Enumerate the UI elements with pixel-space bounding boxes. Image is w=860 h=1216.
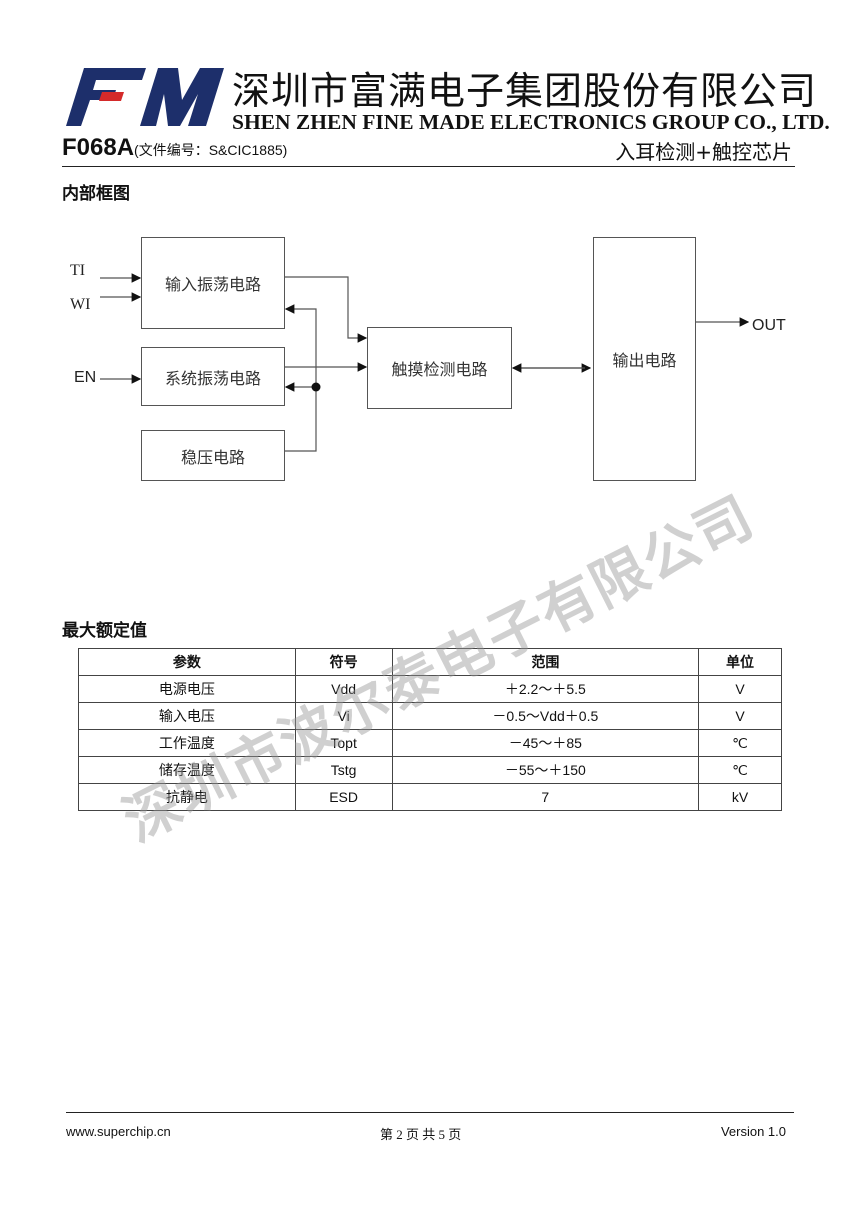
header-divider [62, 166, 795, 167]
cell-unit: V [698, 675, 782, 703]
block-diagram-title: 内部框图 [62, 184, 130, 204]
footer-version: Version 1.0 [720, 1124, 786, 1139]
cell-range: 7 [391, 783, 700, 811]
cell-parameter: 输入电压 [78, 702, 296, 730]
cell-unit: V [698, 702, 782, 730]
model-number: F068A(文件编号：S&CIC1885) [62, 134, 287, 162]
table-header-row: 参数 符号 范围 单位 [78, 648, 782, 676]
block-diagram-wires [100, 273, 750, 452]
cell-range: －55～＋150 [391, 756, 700, 784]
input-en-label: EN [74, 369, 97, 386]
cell-range: －0.5～Vdd＋0.5 [391, 702, 700, 730]
header-parameter: 参数 [78, 648, 296, 676]
input-ti-label: TI [70, 262, 86, 279]
cell-unit: kV [698, 783, 782, 811]
cell-parameter: 工作温度 [78, 729, 296, 757]
output-out-label: OUT [752, 317, 786, 334]
header-symbol: 符号 [294, 648, 393, 676]
product-description: 入耳检测+触控芯片 [615, 140, 792, 164]
cell-parameter: 储存温度 [78, 756, 296, 784]
regulator-block: 稳压电路 [141, 430, 285, 481]
cell-symbol: Vi [294, 702, 393, 730]
footer-page-number: 第 2 页 共 5 页 [380, 1127, 462, 1142]
system-oscillator-block: 系统振荡电路 [141, 347, 285, 406]
cell-range: ＋2.2～＋5.5 [391, 675, 700, 703]
model-name: F068A [62, 134, 135, 161]
header-unit: 单位 [698, 648, 782, 676]
cell-symbol: Topt [294, 729, 393, 757]
output-block: 输出电路 [593, 237, 696, 481]
doc-number: (文件编号：S&CIC1885) [134, 142, 288, 158]
company-name-en: SHEN ZHEN FINE MADE ELECTRONICS GROUP CO… [232, 110, 830, 134]
ratings-title: 最大额定值 [62, 621, 147, 641]
cell-symbol: Vdd [294, 675, 393, 703]
company-name-cn: 深圳市富满电子集团股份有限公司 [232, 69, 818, 113]
cell-range: －45～＋85 [391, 729, 700, 757]
footer-divider [66, 1112, 794, 1113]
touch-detect-block: 触摸检测电路 [367, 327, 512, 409]
header-range: 范围 [391, 648, 700, 676]
cell-unit: ℃ [698, 756, 782, 784]
company-logo [66, 68, 224, 126]
cell-parameter: 抗静电 [78, 783, 296, 811]
footer-website: www.superchip.cn [66, 1124, 171, 1139]
cell-symbol: Tstg [294, 756, 393, 784]
input-oscillator-block: 输入振荡电路 [141, 237, 285, 329]
junction-dot [311, 382, 321, 392]
cell-parameter: 电源电压 [78, 675, 296, 703]
input-wi-label: WI [70, 296, 91, 313]
cell-symbol: ESD [294, 783, 393, 811]
cell-unit: ℃ [698, 729, 782, 757]
